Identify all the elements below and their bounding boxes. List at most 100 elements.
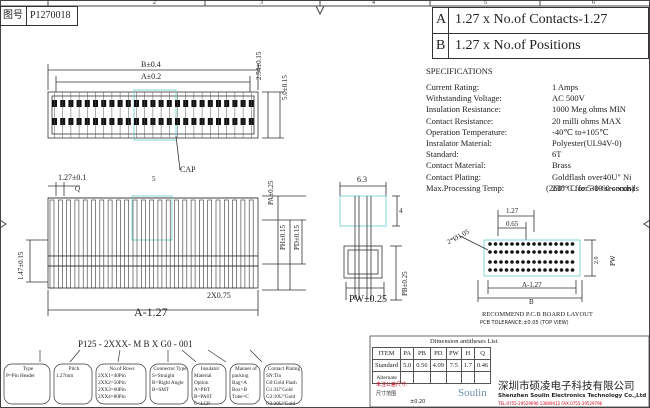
pcb-hole	[499, 242, 503, 246]
pcb-hole	[570, 268, 575, 272]
dim-table-header-cell: H	[460, 347, 475, 360]
pcb-hole	[554, 268, 558, 272]
pcb-hole	[559, 250, 564, 254]
pcb-hole	[515, 260, 520, 264]
bubble-line: packing	[232, 373, 249, 379]
bubble-line: Bag=A	[232, 380, 248, 386]
specs-heading: SPECIFICATIONS	[426, 66, 493, 76]
dim-a-127: A-1.27	[134, 305, 168, 319]
pin-outline	[174, 199, 179, 289]
pcb-hole	[521, 250, 525, 254]
spec-value: 1 Amps	[552, 82, 579, 92]
pcb-dim-a: A-1.27	[522, 281, 542, 289]
pcb-hole	[521, 260, 525, 264]
pin-outline	[149, 199, 154, 289]
pcb-hole	[548, 260, 553, 264]
bubble-line: Manner of	[235, 366, 257, 372]
pin-outline	[248, 199, 254, 289]
pcb-hole	[504, 260, 509, 264]
dim-table-alt-label: Alternate	[371, 371, 402, 384]
spec-value: 1000 Meg ohms MIN	[552, 104, 626, 115]
dim-table-header-cell: PD	[429, 347, 447, 360]
bubble-line: Contact Plating	[267, 366, 301, 372]
pcb-hole	[526, 250, 531, 254]
spec-value: AC 500V	[552, 93, 585, 104]
pin-outline	[157, 199, 163, 289]
pin-outline	[224, 199, 229, 289]
pcb-hole	[499, 250, 503, 254]
pcb-hole	[521, 242, 525, 246]
bubble-line: 2XX1=40Pin	[98, 373, 126, 379]
spec-label: Operation Temperature:	[426, 126, 508, 137]
dim-table-header-cell: ITEM	[371, 347, 402, 360]
pcb-hole	[504, 242, 509, 246]
spec-label: Standard:	[426, 149, 459, 160]
dim-table-header-cell: PA	[400, 347, 415, 360]
pcb-hole	[499, 268, 503, 272]
pcb-hole	[543, 260, 547, 264]
dim-127: 1.27±0.1	[58, 173, 87, 182]
dim-table-cell: 4.09	[429, 359, 447, 372]
pcb-hole	[543, 268, 547, 272]
tolerance-note: 未注公差尺寸:	[376, 382, 408, 388]
front-view	[26, 182, 306, 316]
drawing-number-box	[0, 6, 78, 26]
bubble-line: No.of Rows	[109, 366, 135, 372]
pcb-hole	[537, 260, 542, 264]
front-view-pins	[49, 199, 254, 289]
bubble-line: Option	[194, 380, 209, 386]
dim-63: 6.3	[357, 175, 367, 184]
bubble-line: A=PBT	[194, 387, 211, 393]
pin-outline	[99, 199, 105, 289]
spec-label: Insralator Material:	[426, 138, 492, 148]
dim-table-title: Dimension antitheses List	[430, 338, 498, 345]
company-contact: TEL:0755-29529696 13689412 FAX:0755-2952…	[498, 401, 603, 406]
center-marker-left	[0, 219, 7, 229]
pcb-hole	[493, 250, 498, 254]
spec-label: Max.Processing Temp:	[426, 182, 505, 193]
pcb-tolerance: PCB TOLERANCE:±0.05 (TOP VIEW)	[480, 320, 569, 326]
pin-outline	[124, 199, 129, 289]
pcb-hole	[532, 268, 536, 272]
spec-label: Withstanding Voltage:	[426, 93, 502, 104]
pcb-hole	[488, 268, 492, 272]
pcb-hole	[548, 250, 553, 254]
spec-label: Contact Plating:	[426, 171, 482, 182]
top-view-pins	[52, 92, 254, 138]
pcb-hole	[532, 242, 536, 246]
drawing-label: 图号	[3, 10, 23, 21]
pcb-hole	[510, 250, 514, 254]
bubble-line: Box=B	[232, 387, 248, 393]
center-marker-right	[643, 219, 650, 229]
dim-147: 1.47±0.15	[17, 251, 25, 280]
bubble-line: R=Right Angle	[152, 380, 184, 386]
pin-outline	[107, 199, 113, 289]
dim-pd: PD±0.15	[293, 224, 301, 250]
dim-table-row-alt: Alternate	[371, 371, 492, 384]
pin-outline	[190, 199, 196, 289]
dim-b: B±0.4	[141, 60, 161, 69]
pcb-hole	[493, 268, 498, 272]
pcb-hole	[493, 242, 498, 246]
dim-table-cell: 1.7	[460, 359, 475, 372]
pin-outline	[207, 199, 212, 289]
bubble-line: G3:30U"Gold	[266, 401, 296, 407]
pcb-hole	[537, 242, 542, 246]
dim-254: 2.54±0.15	[255, 51, 263, 80]
dim-pb: PB±0.25	[401, 271, 409, 296]
pcb-hole	[559, 242, 564, 246]
pcb-holes	[488, 242, 575, 272]
pin-outline	[165, 199, 171, 289]
pin-outline	[57, 199, 63, 289]
pcb-hole	[554, 242, 558, 246]
bubble-line: B=SMT	[152, 387, 170, 393]
bubble-line: G2:10U"Gold	[266, 394, 296, 400]
dim-table-header-cell: PW	[445, 347, 462, 360]
pcb-hole	[548, 242, 553, 246]
pcb-hole	[543, 242, 547, 246]
dim-table-cell: Standard	[371, 359, 402, 372]
pcb-dim-pw: PW	[609, 255, 617, 267]
pcb-hole	[559, 268, 564, 272]
